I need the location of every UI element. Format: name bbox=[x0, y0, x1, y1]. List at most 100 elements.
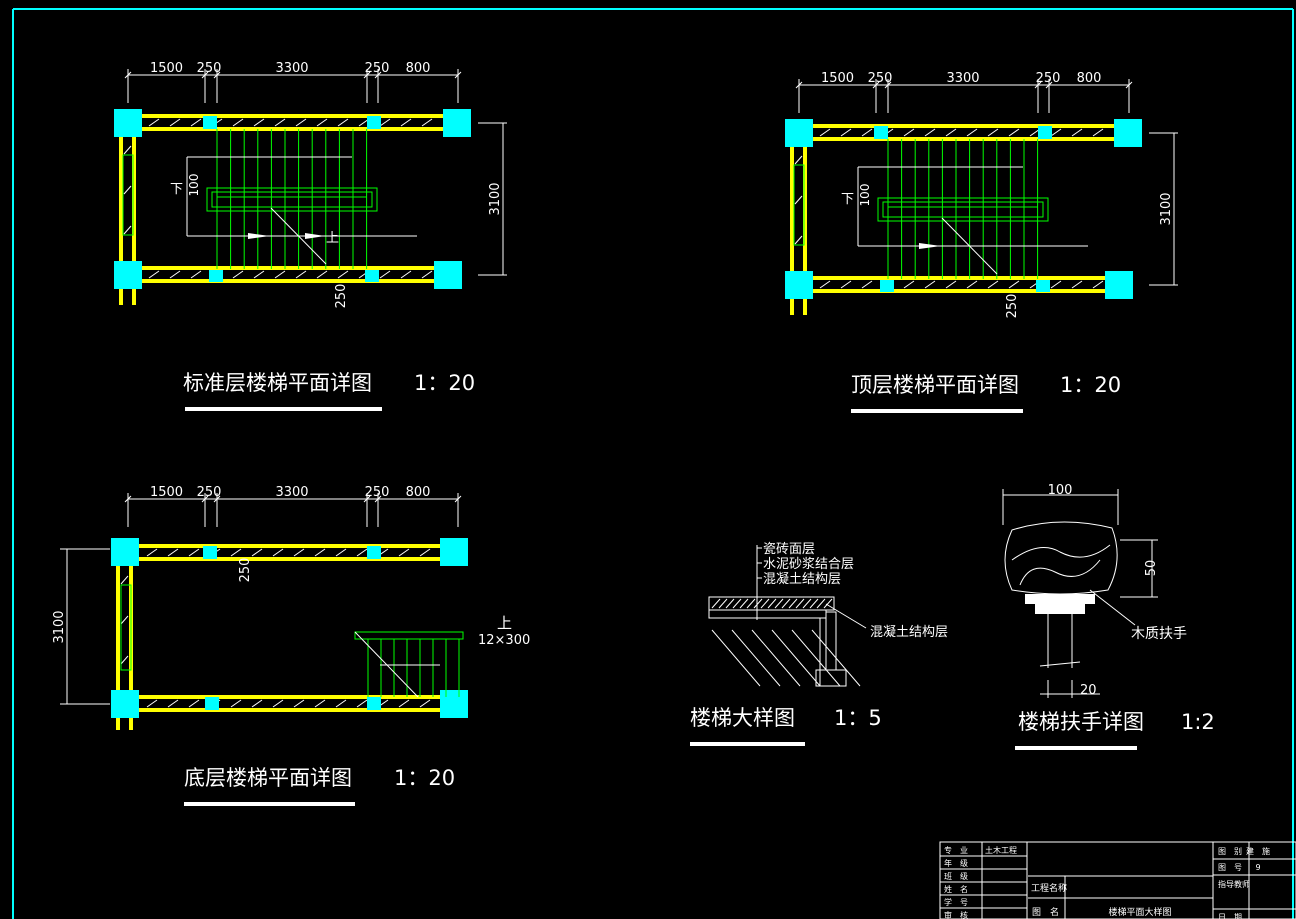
wall-hatch bbox=[190, 270, 202, 279]
direction-arrow bbox=[248, 233, 270, 239]
column bbox=[111, 690, 139, 718]
wall-hatch bbox=[316, 118, 328, 127]
wall-hatch bbox=[232, 118, 244, 127]
wall-hatch bbox=[293, 548, 305, 557]
wall-hatch bbox=[169, 270, 181, 279]
stair-flight bbox=[887, 139, 1039, 279]
dimension-text: 3300 bbox=[275, 61, 308, 76]
dimension-tick bbox=[124, 495, 132, 503]
column bbox=[785, 271, 813, 299]
dimension-tick bbox=[872, 81, 880, 89]
wall-hatch bbox=[274, 270, 286, 279]
dimension-text: 250 bbox=[365, 61, 390, 76]
layer-label: 混凝土结构层 bbox=[763, 571, 841, 587]
drawing-title: 楼梯扶手详图 bbox=[1018, 710, 1144, 734]
dimension-text: 20 bbox=[1080, 683, 1097, 698]
dimension-tick bbox=[454, 495, 462, 503]
lower-tread bbox=[815, 669, 847, 687]
wall-hatch bbox=[230, 699, 242, 708]
title-block-border bbox=[939, 841, 1296, 919]
dimension-tick bbox=[1045, 81, 1053, 89]
wall-hatch bbox=[1092, 128, 1104, 137]
hatch bbox=[739, 598, 749, 609]
wall-hatch bbox=[123, 225, 132, 235]
column bbox=[440, 690, 468, 718]
hatch bbox=[725, 598, 735, 609]
wall-hatch bbox=[148, 270, 160, 279]
wall-hatch bbox=[987, 128, 999, 137]
hatch bbox=[795, 598, 805, 609]
wall-hatch bbox=[167, 548, 179, 557]
handrail-outer bbox=[206, 187, 378, 212]
dimension-tick bbox=[213, 71, 221, 79]
post bbox=[880, 280, 894, 292]
dimension-text: 100 bbox=[1048, 483, 1073, 498]
wall-hatch bbox=[169, 118, 181, 127]
wall-hatch bbox=[421, 270, 433, 279]
dimension-text: 3300 bbox=[946, 71, 979, 86]
wall-hatch bbox=[356, 548, 368, 557]
dimension-text: 250 bbox=[197, 61, 222, 76]
dimension-text: 1500 bbox=[150, 485, 183, 500]
wall-hatch bbox=[314, 548, 326, 557]
wall-horizontal bbox=[141, 266, 434, 283]
wall-hatch bbox=[1008, 280, 1020, 289]
hatch bbox=[823, 598, 833, 609]
title-block-value: 土木工程 bbox=[985, 845, 1017, 855]
project-label: 工程名称 bbox=[1031, 882, 1067, 894]
handrail-section bbox=[1004, 521, 1118, 595]
title-block-label: 学 号 bbox=[944, 897, 968, 907]
dimension-text: 800 bbox=[1077, 71, 1102, 86]
dimension-height: 3100 bbox=[478, 122, 507, 276]
dimension-text: 3100 bbox=[1159, 192, 1174, 225]
title-block-label: 图 别 bbox=[1218, 847, 1242, 856]
wall-hatch bbox=[337, 270, 349, 279]
post bbox=[367, 546, 381, 559]
wall-hatch bbox=[1071, 128, 1083, 137]
wood-grain bbox=[1019, 559, 1101, 586]
hatch bbox=[711, 598, 721, 609]
wall-hatch bbox=[335, 548, 347, 557]
wall-hatch bbox=[123, 145, 132, 155]
title-block-label: 图 号 bbox=[1218, 863, 1242, 872]
dimension-tick bbox=[363, 495, 371, 503]
wall-hatch bbox=[274, 118, 286, 127]
dimension-text: 100 bbox=[858, 184, 872, 207]
post bbox=[365, 270, 379, 282]
wall-hatch bbox=[146, 548, 158, 557]
post bbox=[1036, 280, 1050, 292]
handrail-inner bbox=[882, 201, 1044, 218]
wall-hatch bbox=[335, 699, 347, 708]
wall-hatch bbox=[295, 270, 307, 279]
hatch bbox=[802, 598, 812, 609]
wall-hatch bbox=[398, 548, 410, 557]
wall-hatch bbox=[924, 128, 936, 137]
drawing-scale: 1：20 bbox=[414, 371, 475, 395]
hatch bbox=[718, 598, 728, 609]
hatch bbox=[732, 598, 742, 609]
title-block-label: 班 级 bbox=[944, 871, 968, 881]
wall-horizontal bbox=[139, 695, 441, 712]
dimension-height: 3100 bbox=[1149, 132, 1178, 286]
dimension-tick bbox=[795, 81, 803, 89]
drawing-name: 楼梯平面大样图 bbox=[1108, 906, 1171, 918]
dimension-text: 100 bbox=[187, 174, 201, 197]
wall-hatch bbox=[190, 118, 202, 127]
drawing-label: 图 名 bbox=[1032, 906, 1059, 918]
wall-hatch bbox=[840, 280, 852, 289]
dimension-tick bbox=[201, 71, 209, 79]
title-underline bbox=[851, 409, 1023, 413]
wall-hatch bbox=[188, 548, 200, 557]
wall-hatch bbox=[987, 280, 999, 289]
wall-hatch bbox=[924, 280, 936, 289]
title-underline bbox=[185, 407, 382, 411]
wall-hatch bbox=[148, 118, 160, 127]
drawing-scale: 1:2 bbox=[1181, 710, 1215, 734]
stair-flight bbox=[216, 129, 368, 269]
dimension-text: 1500 bbox=[150, 61, 183, 76]
